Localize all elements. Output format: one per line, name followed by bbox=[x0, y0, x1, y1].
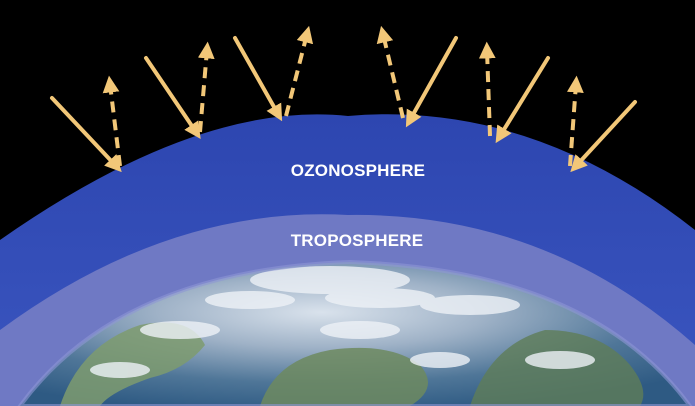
ozonosphere-label: OZONOSPHERE bbox=[291, 161, 425, 180]
clouds bbox=[90, 266, 595, 378]
incoming-ray-1 bbox=[50, 96, 122, 173]
reflected-ray-6 bbox=[567, 75, 584, 167]
reflected-ray-4 bbox=[376, 25, 405, 119]
reflected-ray-5 bbox=[478, 41, 496, 137]
land-mass-center bbox=[260, 347, 428, 406]
reflected-rays bbox=[102, 25, 584, 167]
incoming-rays bbox=[50, 36, 637, 173]
incoming-ray-3 bbox=[233, 36, 283, 122]
reflected-ray-2 bbox=[197, 41, 215, 133]
reflected-ray-3 bbox=[284, 25, 314, 117]
reflected-ray-1 bbox=[102, 75, 122, 167]
incoming-ray-6 bbox=[570, 100, 637, 173]
troposphere-label: TROPOSPHERE bbox=[291, 231, 424, 250]
earth bbox=[17, 259, 693, 406]
incoming-ray-2 bbox=[144, 56, 201, 139]
incoming-ray-5 bbox=[495, 56, 550, 144]
incoming-ray-4 bbox=[405, 36, 458, 128]
